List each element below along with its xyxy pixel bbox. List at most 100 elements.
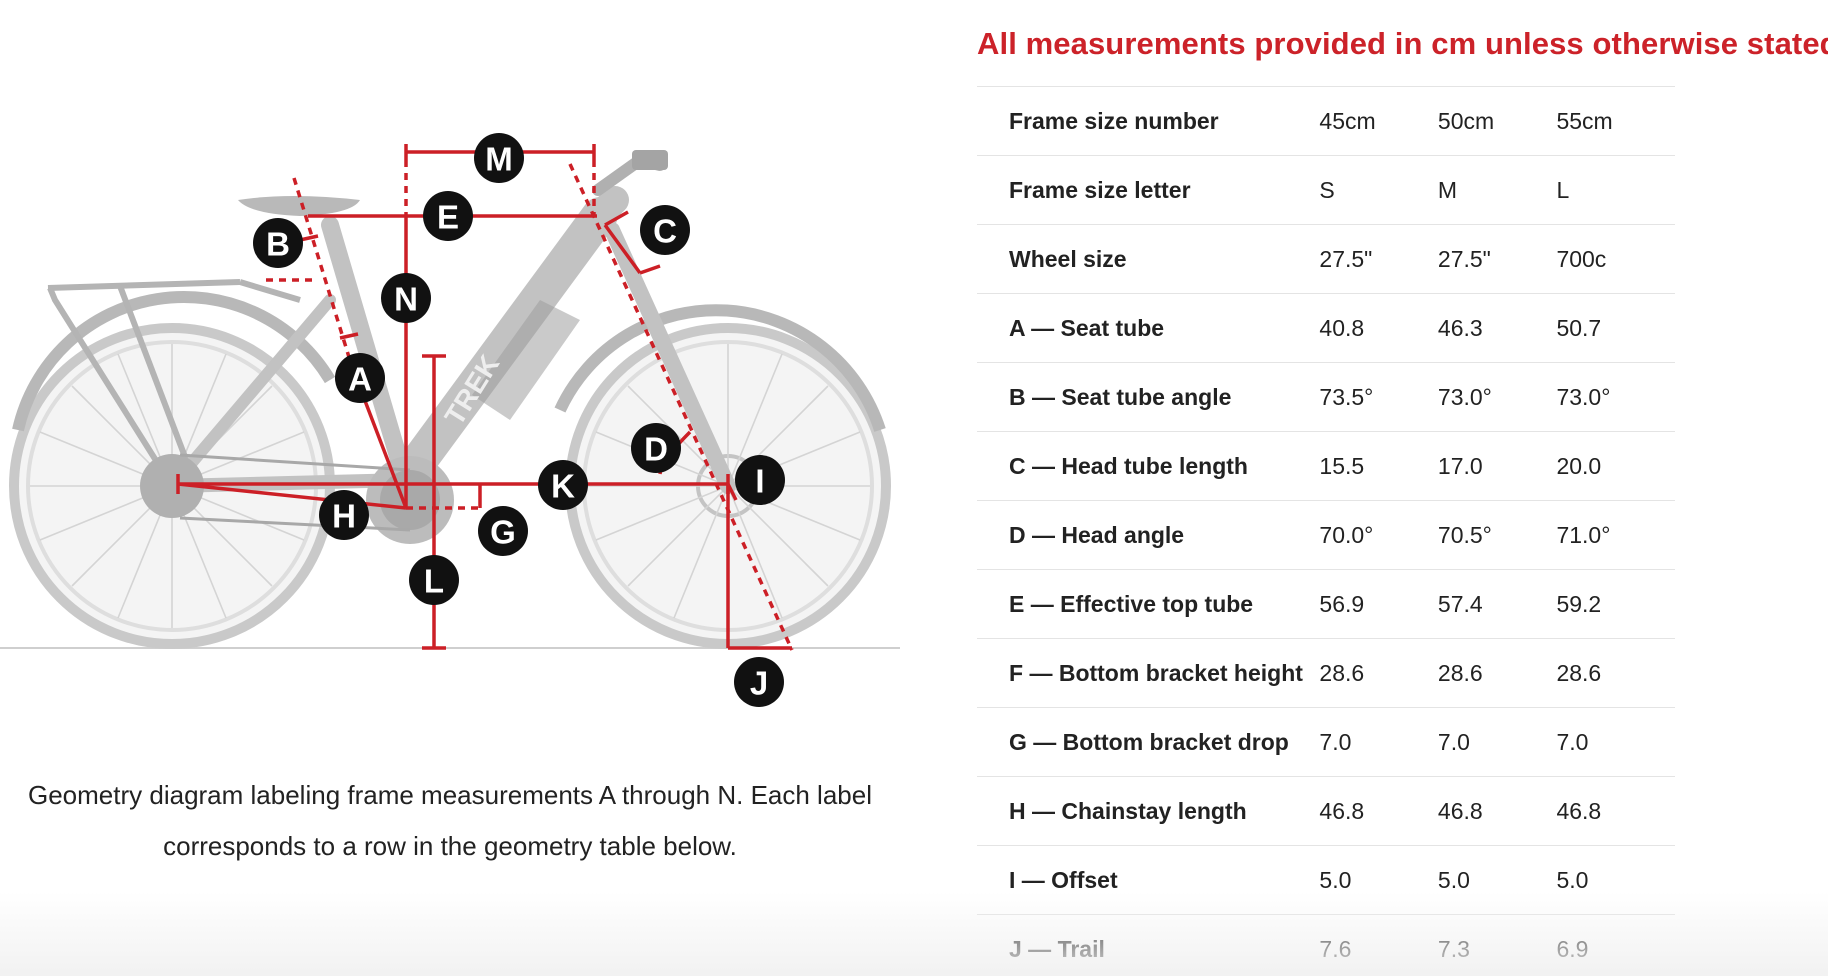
- svg-text:L: L: [424, 563, 444, 600]
- svg-text:K: K: [551, 468, 575, 505]
- label-J: J: [734, 657, 784, 707]
- row-label: C — Head tube length: [977, 431, 1320, 501]
- row-label: H — Chainstay length: [977, 776, 1320, 846]
- svg-text:E: E: [437, 199, 459, 236]
- row-value: 7.6: [1319, 914, 1438, 976]
- row-value: 70.5°: [1437, 500, 1557, 570]
- label-C: C: [640, 205, 690, 255]
- label-K: K: [538, 460, 588, 510]
- row-label: A — Seat tube: [977, 293, 1320, 363]
- svg-text:H: H: [332, 498, 356, 535]
- row-value: 700c: [1556, 224, 1675, 294]
- row-value: 5.0: [1319, 845, 1438, 915]
- row-value: S: [1319, 155, 1438, 225]
- row-value: 59.2: [1556, 569, 1675, 639]
- row-value: 50cm: [1437, 86, 1557, 156]
- row-label: Frame size letter: [977, 155, 1320, 225]
- svg-text:J: J: [750, 665, 768, 702]
- row-label: F — Bottom bracket height: [977, 638, 1320, 708]
- label-N: N: [381, 273, 431, 323]
- label-H: H: [319, 490, 369, 540]
- row-value: 40.8: [1319, 293, 1438, 363]
- row-value: 28.6: [1437, 638, 1557, 708]
- row-value: 46.8: [1437, 776, 1557, 846]
- row-value: 56.9: [1319, 569, 1438, 639]
- label-A: A: [335, 353, 385, 403]
- row-value: 15.5: [1319, 431, 1438, 501]
- svg-text:A: A: [348, 361, 372, 398]
- saddle: [238, 196, 360, 216]
- row-value: 73.0°: [1437, 362, 1557, 432]
- row-value: 73.5°: [1319, 362, 1438, 432]
- geometry-diagram-svg: TREK: [0, 133, 900, 707]
- row-label: B — Seat tube angle: [977, 362, 1320, 432]
- row-label: G — Bottom bracket drop: [977, 707, 1320, 777]
- row-value: 50.7: [1556, 293, 1675, 363]
- row-value: 7.0: [1556, 707, 1675, 777]
- row-value: 57.4: [1437, 569, 1557, 639]
- row-value: 71.0°: [1556, 500, 1675, 570]
- row-value: 46.8: [1556, 776, 1675, 846]
- row-value: 20.0: [1556, 431, 1675, 501]
- row-value: 27.5": [1319, 224, 1438, 294]
- row-value: 70.0°: [1319, 500, 1438, 570]
- svg-text:C: C: [653, 213, 677, 250]
- svg-text:N: N: [394, 281, 418, 318]
- measurement-lines: [176, 144, 794, 651]
- row-value: 45cm: [1319, 86, 1438, 156]
- row-value: M: [1437, 155, 1557, 225]
- row-label: Wheel size: [977, 224, 1320, 294]
- row-label: I — Offset: [977, 845, 1320, 915]
- label-B: B: [253, 218, 303, 268]
- row-value: 7.0: [1319, 707, 1438, 777]
- row-value: 5.0: [1437, 845, 1557, 915]
- label-D: D: [631, 423, 681, 473]
- row-label: E — Effective top tube: [977, 569, 1320, 639]
- row-value: 55cm: [1556, 86, 1675, 156]
- row-value: L: [1556, 155, 1675, 225]
- svg-text:G: G: [490, 514, 516, 551]
- row-value: 6.9: [1556, 914, 1675, 976]
- row-label: Frame size number: [977, 86, 1320, 156]
- geometry-diagram: TREK: [0, 110, 910, 710]
- row-label: J — Trail: [977, 914, 1320, 976]
- svg-text:I: I: [755, 463, 764, 500]
- row-value: 28.6: [1319, 638, 1438, 708]
- row-value: 46.3: [1437, 293, 1557, 363]
- row-value: 17.0: [1437, 431, 1557, 501]
- svg-text:D: D: [644, 431, 668, 468]
- row-value: 27.5": [1437, 224, 1557, 294]
- bike-illustration: TREK: [9, 150, 891, 649]
- label-E: E: [423, 191, 473, 241]
- label-G: G: [478, 506, 528, 556]
- diagram-caption: Geometry diagram labeling frame measurem…: [28, 780, 872, 861]
- label-L: L: [409, 555, 459, 605]
- row-value: 46.8: [1319, 776, 1438, 846]
- measurement-notice: All measurements provided in cm unless o…: [977, 26, 1828, 61]
- row-value: 73.0°: [1556, 362, 1675, 432]
- label-M: M: [474, 133, 524, 183]
- label-I: I: [735, 455, 785, 505]
- row-value: 7.0: [1437, 707, 1557, 777]
- row-value: 7.3: [1437, 914, 1557, 976]
- row-value: 5.0: [1556, 845, 1675, 915]
- row-label: D — Head angle: [977, 500, 1320, 570]
- svg-text:M: M: [485, 141, 513, 178]
- svg-text:B: B: [266, 226, 290, 263]
